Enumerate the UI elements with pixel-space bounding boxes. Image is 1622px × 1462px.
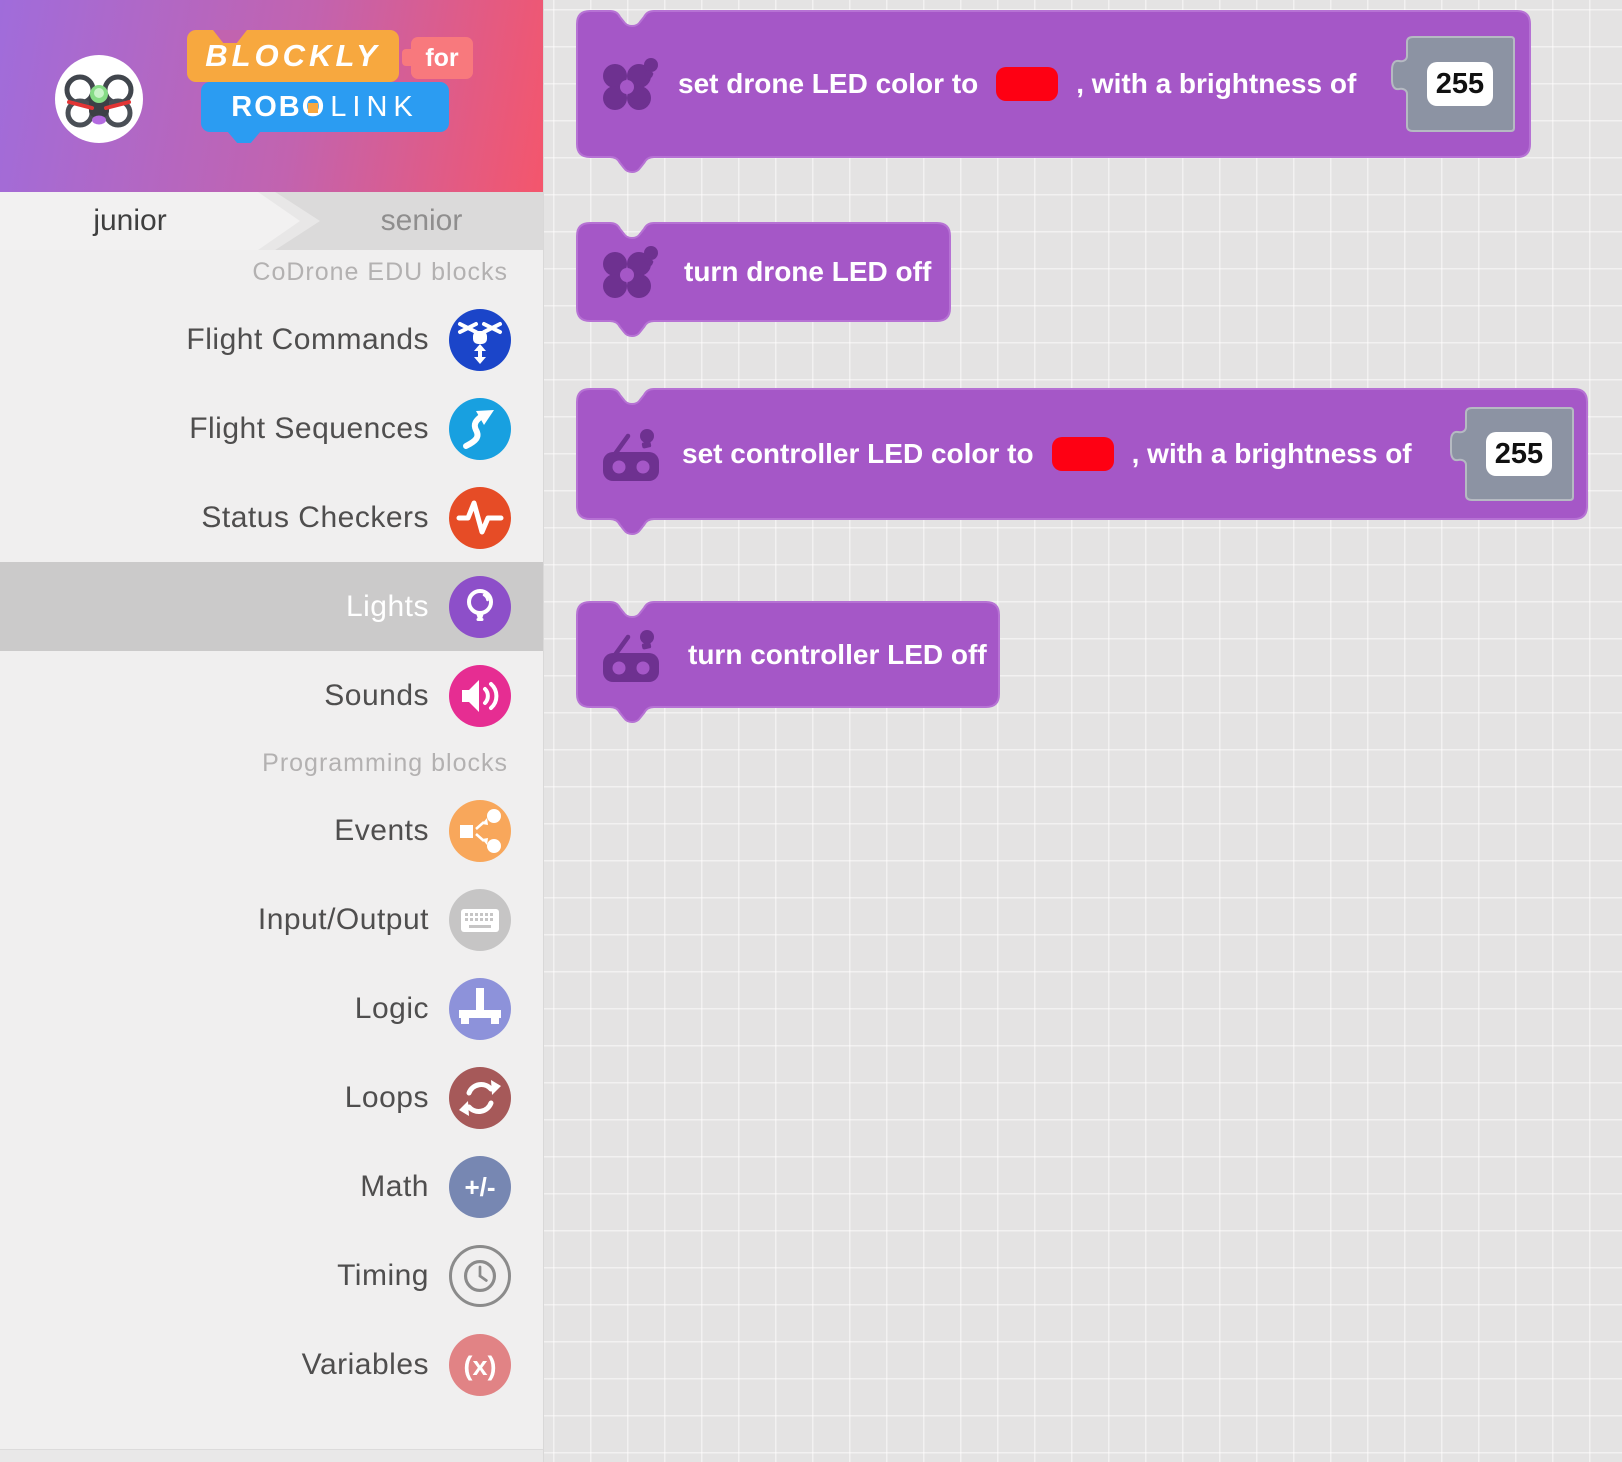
tab-senior-label: senior (380, 204, 463, 237)
logo-robo-text: ROB (231, 90, 302, 123)
item-label: Variables (301, 1347, 429, 1381)
logo-for-text: for (425, 43, 459, 72)
item-label: Lights (345, 589, 429, 623)
blockly-for-robolink-logo: BLOCKLY for ROBOLINK (187, 28, 477, 146)
logo-blockly-text: BLOCKLY (205, 38, 381, 73)
lightbulb-icon (449, 575, 511, 638)
branch-icon (449, 977, 511, 1040)
logo-o-with-square: O (302, 91, 325, 124)
codrone-avatar (55, 55, 143, 143)
block-label: set controller LED color to (682, 438, 1034, 469)
color-picker-field[interactable] (1051, 437, 1114, 471)
sidebar-item-timing[interactable]: Timing (0, 1231, 543, 1320)
variable-x-icon: (x) (449, 1333, 511, 1396)
block-set-controller-led-color[interactable]: set controller LED color to , with a bri… (576, 388, 1588, 536)
drone-icon (603, 246, 658, 298)
block-label: , with a brightness of (1076, 68, 1357, 99)
sidebar-item-status-checkers[interactable]: Status Checkers (0, 473, 543, 562)
zigzag-arrow-icon (449, 397, 511, 460)
plus-minus-icon: +/- (449, 1155, 511, 1218)
sidebar-item-flight-sequences[interactable]: Flight Sequences (0, 384, 543, 473)
level-tabs: junior senior (0, 192, 543, 250)
logo-orange-square (307, 103, 318, 114)
logo-puzzle-tab (227, 131, 261, 143)
tab-junior[interactable]: junior (0, 192, 300, 250)
clock-icon (449, 1244, 511, 1307)
item-label: Status Checkers (201, 500, 429, 534)
share-icon (449, 799, 511, 862)
sidebar-item-events[interactable]: Events (0, 786, 543, 875)
tab-senior[interactable]: senior (300, 192, 543, 250)
section-programming-blocks: Programming blocks (262, 748, 508, 777)
drone-photo (64, 74, 134, 128)
item-label: Flight Sequences (189, 411, 429, 445)
logo-robolink-block: ROBOLINK (201, 82, 449, 143)
logo-puzzle-nub (402, 49, 415, 66)
blockly-workspace[interactable]: set drone LED color to , with a brightne… (543, 0, 1622, 1462)
block-label: , with a brightness of (1131, 438, 1412, 469)
block-label: set drone LED color to (678, 68, 979, 99)
item-label: Flight Commands (186, 322, 429, 356)
color-picker-field[interactable] (996, 67, 1059, 101)
speaker-icon (449, 664, 511, 727)
sidebar-item-variables[interactable]: Variables (x) (0, 1320, 543, 1409)
pulse-icon (449, 486, 511, 549)
logo-blockly-block: BLOCKLY (187, 30, 399, 82)
block-label: turn drone LED off (684, 256, 932, 287)
item-label: Math (360, 1169, 429, 1203)
item-label: Loops (344, 1080, 429, 1114)
block-shape (576, 601, 1000, 724)
logo-for-block: for (402, 37, 473, 79)
refresh-icon (449, 1066, 511, 1129)
controller-icon (603, 629, 659, 682)
sidebar-item-input-output[interactable]: Input/Output (0, 875, 543, 964)
svg-text:(x): (x) (464, 1351, 497, 1381)
logo-link-text: LINK (330, 90, 419, 123)
sidebar-bottom-divider (0, 1449, 543, 1462)
sidebar-item-logic[interactable]: Logic (0, 964, 543, 1053)
drone-icon (603, 58, 658, 110)
sidebar-item-sounds[interactable]: Sounds (0, 651, 543, 740)
sidebar: BLOCKLY for ROBOLINK junior senior CoDro… (0, 0, 543, 1462)
drone-icon (449, 308, 511, 371)
item-label: Input/Output (257, 902, 429, 936)
block-set-drone-led-color[interactable]: set drone LED color to , with a brightne… (576, 10, 1531, 174)
brightness-value-field[interactable]: 255 (1427, 62, 1493, 106)
brightness-value-field[interactable]: 255 (1486, 432, 1552, 476)
block-turn-controller-led-off[interactable]: turn controller LED off (576, 601, 1000, 724)
keyboard-icon (449, 888, 511, 951)
controller-icon (603, 429, 659, 481)
number-socket[interactable]: 255 (1450, 407, 1574, 501)
sidebar-item-math[interactable]: Math +/- (0, 1142, 543, 1231)
item-label: Sounds (324, 678, 429, 712)
tab-junior-label: junior (93, 204, 167, 237)
svg-text:+/-: +/- (464, 1172, 495, 1202)
block-turn-drone-led-off[interactable]: turn drone LED off (576, 222, 951, 338)
sidebar-header: BLOCKLY for ROBOLINK (0, 0, 543, 192)
item-label: Logic (354, 991, 429, 1025)
section-codrone-blocks: CoDrone EDU blocks (252, 258, 508, 286)
number-socket[interactable]: 255 (1391, 36, 1515, 132)
category-menu: CoDrone EDU blocks Flight Commands Fligh… (0, 250, 543, 1409)
block-label: turn controller LED off (688, 638, 987, 670)
item-label: Events (334, 813, 429, 847)
block-shape (576, 222, 951, 338)
item-label: Timing (337, 1258, 429, 1292)
sidebar-item-loops[interactable]: Loops (0, 1053, 543, 1142)
logo-puzzle-notch (213, 30, 247, 43)
sidebar-item-flight-commands[interactable]: Flight Commands (0, 295, 543, 384)
sidebar-item-lights[interactable]: Lights (0, 562, 543, 651)
